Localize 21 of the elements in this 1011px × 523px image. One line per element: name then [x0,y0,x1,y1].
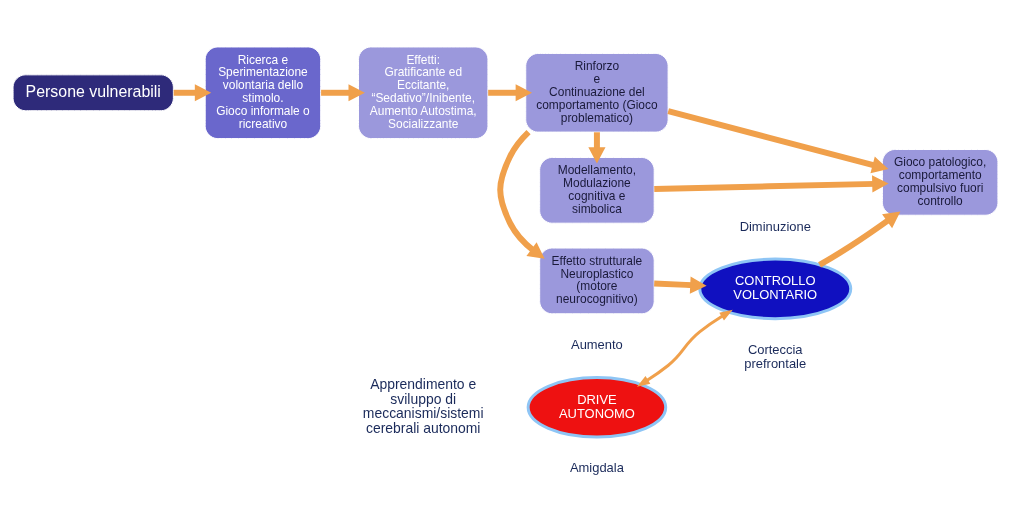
node-label: Diminuzione [739,218,811,234]
arrow [173,84,212,102]
node-box: Rinforzo e Continuazione del comportamento (Gioco problematico) [525,52,669,133]
arrow [488,84,532,102]
node-label: Aumento [571,337,623,352]
arrow [654,276,707,294]
node-box: Effetto strutturale Neuroplastico (motore neurocognitivo) [539,247,655,315]
node-box: Ricerca e Sperimentazione volontaria dello stimolo. Gioco informale o ricreativo [204,46,322,140]
node-box: Modellamento, Modulazione cognitiva e simbolica [539,157,655,224]
node-label: Amigdala [569,460,624,476]
arrow [497,130,545,259]
arrow [636,309,733,387]
node-box: Effetti: Gratificante ed Eccitante, “Sedativo”/Inibente, Aumento Autostima, Socializzante [358,46,489,140]
node-label: Corteccia prefrontale [744,341,807,371]
label: Apprendimento e sviluppo di meccanismi/sistemi cerebrali autonomi [362,375,484,437]
arrow [818,211,901,268]
node-box: Persone vulnerabili [12,74,174,112]
arrow [654,175,889,193]
arrow [667,108,889,174]
arrow [321,84,365,102]
node-box: Gioco patologico, comportamento compulsivo fuori controllo [881,149,999,216]
